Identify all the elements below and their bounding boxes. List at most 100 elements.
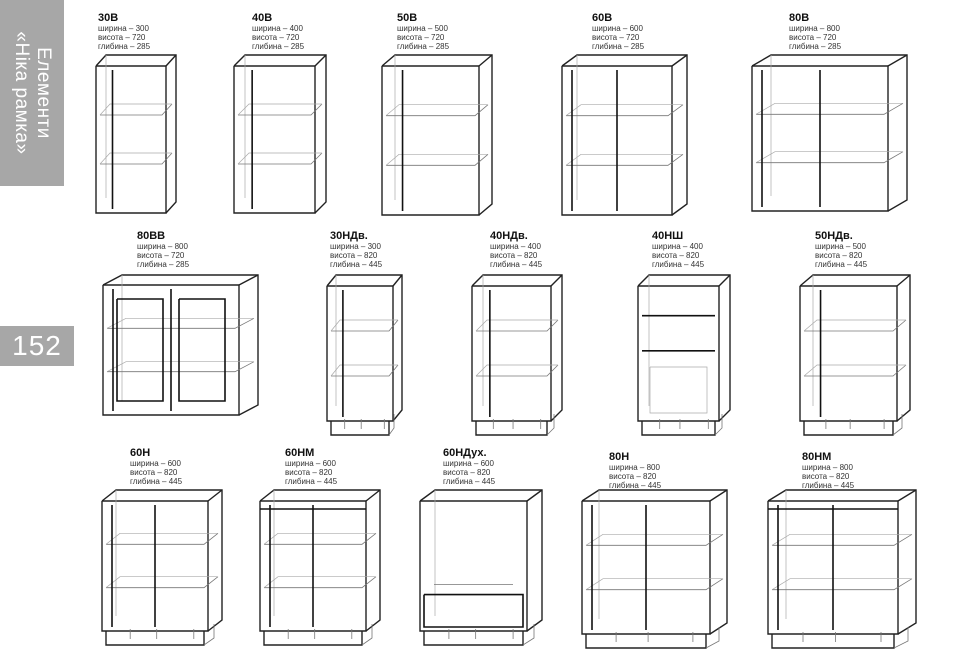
- spec-depth-label: глибина: [397, 42, 427, 51]
- shelf: [804, 364, 907, 377]
- front-frame: [95, 65, 167, 214]
- spec-separator: –: [468, 468, 478, 477]
- spec-width: ширина – 400: [652, 242, 704, 251]
- spec-width-value: 300: [135, 24, 149, 33]
- spec-separator: –: [621, 42, 631, 51]
- spec-width-value: 600: [322, 459, 336, 468]
- cabinet-code: 80Н: [609, 451, 630, 463]
- spec-width: ширина – 600: [592, 24, 644, 33]
- spec-width: ширина – 800: [789, 24, 841, 33]
- spec-height: висота – 820: [490, 251, 542, 260]
- spec-depth-value: 285: [136, 42, 151, 51]
- spec-height-value: 720: [626, 33, 640, 42]
- spec-depth-value: 445: [481, 477, 496, 486]
- spec-depth: глибина – 445: [652, 260, 704, 269]
- top-edge: [709, 489, 728, 502]
- spec-depth: глибина – 285: [397, 42, 449, 51]
- spec-depth-value: 445: [647, 481, 662, 490]
- spec-height-value: 720: [286, 33, 300, 42]
- spec-height-value: 820: [836, 472, 850, 481]
- spec-height-value: 820: [686, 251, 700, 260]
- cabinet-code: 80НМ: [802, 451, 832, 463]
- spec-depth-value: 285: [827, 42, 842, 51]
- spec-separator: –: [617, 33, 627, 42]
- plinth: [585, 634, 707, 649]
- shelf: [476, 319, 559, 332]
- spec-height-label: висота: [330, 251, 356, 260]
- top-edge: [550, 274, 563, 287]
- spec-width-label: ширина: [130, 459, 159, 468]
- plinth: [263, 631, 363, 646]
- carcass-outline: [767, 489, 917, 635]
- top-edge: [887, 54, 908, 67]
- spec-depth-label: глибина: [802, 481, 832, 490]
- spec-separator: –: [310, 468, 320, 477]
- spec-depth-label: глибина: [443, 477, 473, 486]
- spec-separator: –: [126, 24, 136, 33]
- spec-separator: –: [831, 481, 841, 490]
- cabinet-drawing: [381, 54, 493, 216]
- carcass-outline: [259, 489, 381, 632]
- spec-depth-label: глибина: [815, 260, 845, 269]
- section-title-line1: Елементи: [33, 47, 54, 139]
- cabinet-code: 40НШ: [652, 230, 684, 242]
- section-title: Елементи «Ніка рамка»: [10, 31, 54, 154]
- spec-depth: глибина – 285: [252, 42, 304, 51]
- carcass-outline: [637, 274, 731, 422]
- shelf-back: [106, 317, 254, 329]
- spec-separator: –: [127, 42, 137, 51]
- cabinet-code: 60В: [592, 12, 613, 24]
- spec-width: ширина – 400: [252, 24, 304, 33]
- drawer-box: [649, 366, 708, 414]
- top-edge: [207, 489, 223, 502]
- shelf-back: [755, 151, 903, 163]
- spec-height-label: висота: [285, 468, 311, 477]
- front-frame: [101, 500, 209, 632]
- spec-height-label: висота: [592, 33, 618, 42]
- carcass-outline: [102, 274, 259, 416]
- front-frame: [767, 500, 899, 635]
- top-edge: [478, 54, 493, 67]
- spec-width-value: 400: [527, 242, 541, 251]
- spec-height-value: 720: [823, 33, 837, 42]
- spec-depth-value: 285: [290, 42, 305, 51]
- shelf-back: [99, 152, 172, 165]
- shelf: [566, 104, 684, 117]
- spec-width-label: ширина: [137, 242, 166, 251]
- spec-depth: глибина – 445: [815, 260, 867, 269]
- cabinet-drawing: [233, 54, 327, 214]
- spec-depth: глибина – 445: [609, 481, 661, 490]
- shelf-back: [475, 319, 558, 332]
- shelf-back: [385, 104, 488, 116]
- shelf-back: [263, 576, 376, 588]
- shelf: [586, 533, 724, 546]
- shelf: [756, 151, 904, 164]
- spec-width-label: ширина: [789, 24, 818, 33]
- spec-separator: –: [359, 260, 369, 269]
- spec-separator: –: [817, 24, 827, 33]
- shelf-back: [475, 364, 558, 377]
- cabinet-drawing: [751, 54, 908, 212]
- spec-separator: –: [165, 242, 175, 251]
- front-frame: [751, 65, 889, 212]
- spec-depth-value: 445: [368, 260, 383, 269]
- spec-width-value: 600: [480, 459, 494, 468]
- shelf-back: [385, 153, 488, 166]
- front-frame: [637, 285, 720, 422]
- spec-separator: –: [355, 251, 365, 260]
- spec-separator: –: [166, 260, 176, 269]
- spec-separator: –: [314, 477, 324, 486]
- carcass-outline: [101, 489, 223, 632]
- spec-depth: глибина – 445: [130, 477, 182, 486]
- front-frame: [381, 65, 480, 216]
- spec-depth-label: глибина: [98, 42, 128, 51]
- spec-width-value: 500: [434, 24, 448, 33]
- spec-height-value: 820: [319, 468, 333, 477]
- spec-height-value: 720: [171, 251, 185, 260]
- spec-width-label: ширина: [609, 463, 638, 472]
- spec-width-label: ширина: [490, 242, 519, 251]
- spec-separator: –: [158, 459, 168, 468]
